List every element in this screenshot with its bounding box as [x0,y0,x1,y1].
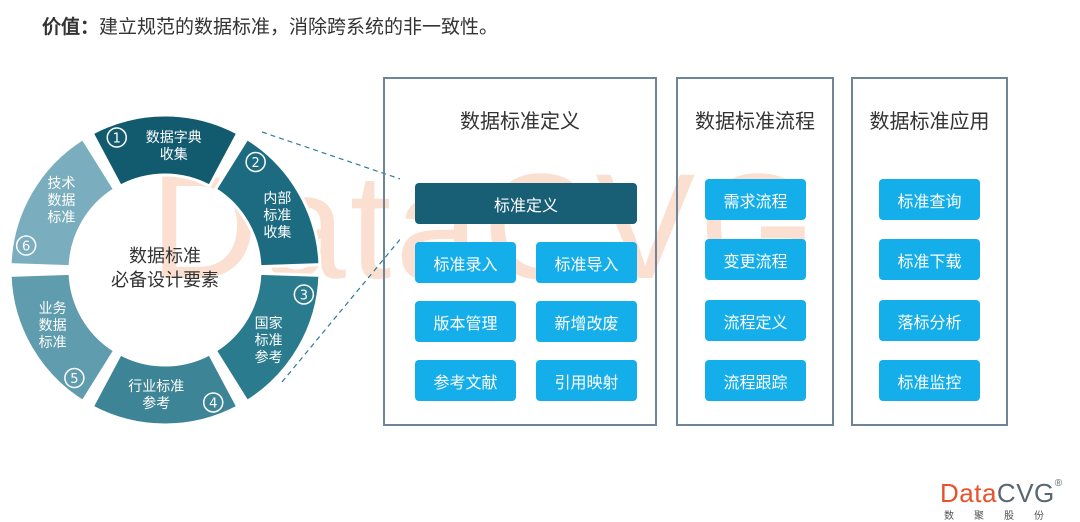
segment-label: 数据字典 [146,130,202,146]
header-text: 建立规范的数据标准，消除跨系统的非一致性。 [99,16,499,38]
page-header: 价值：建立规范的数据标准，消除跨系统的非一致性。 [42,12,498,39]
segment-number: 3 [300,288,308,303]
standard-monitoring-button[interactable]: 标准监控 [879,360,980,401]
segment-label: 标准 [47,210,75,226]
segment-label: 业务 [39,301,67,317]
segment-number-circle [245,151,266,173]
panel-process: 数据标准流程 需求流程 变更流程 流程定义 流程跟踪 [676,77,834,426]
segment-label: 技术 [47,176,75,192]
process-tracking-button[interactable]: 流程跟踪 [705,360,806,401]
panel-definition: 数据标准定义 标准定义 标准录入 标准导入 版本管理 新增改废 参考文献 引用映… [383,77,657,426]
logo-cvg-text: CVG [996,478,1055,508]
segment-number-circle [106,127,128,148]
add-modify-abolish-button[interactable]: 新增改废 [536,301,637,342]
segment-label: 标准 [39,335,67,351]
segment-number: 4 [209,396,217,411]
segment-label: 标准 [263,208,291,224]
segment-national-standard [213,271,322,403]
segment-label: 收集 [160,146,188,163]
standard-analysis-button[interactable]: 落标分析 [879,300,980,341]
segment-label: 行业标准 [128,379,184,395]
segment-technical-standard [8,137,117,269]
segment-number: 5 [70,372,78,387]
standard-download-button[interactable]: 标准下载 [879,239,980,280]
segment-number: 2 [251,156,259,171]
standard-entry-button[interactable]: 标准录入 [415,242,516,283]
panel-definition-title: 数据标准定义 [460,109,580,133]
request-process-button[interactable]: 需求流程 [705,179,806,220]
references-button[interactable]: 参考文献 [415,360,516,401]
panel-application-title: 数据标准应用 [869,109,990,133]
standard-query-button[interactable]: 标准查询 [879,179,980,220]
segment-number: 1 [113,132,121,147]
segment-business-standard [8,271,117,403]
segment-label: 数据 [47,193,75,209]
panel-process-title: 数据标准流程 [695,109,815,133]
panel-application: 数据标准应用 标准查询 标准下载 落标分析 标准监控 [851,77,1008,426]
segment-label: 参考 [255,349,283,366]
segment-data-dictionary [90,113,240,188]
header-label: 价值： [42,16,100,38]
cycle-center-label: 数据标准 [129,246,201,267]
logo-registered-mark: ® [1054,478,1063,489]
segment-industry-standard [90,352,240,427]
reference-mapping-button[interactable]: 引用映射 [536,360,637,401]
process-definition-button[interactable]: 流程定义 [705,300,806,341]
segment-label: 标准 [255,333,283,349]
cycle-center-label: 必备设计要素 [111,270,219,291]
segment-label: 数据 [39,318,67,334]
standard-import-button[interactable]: 标准导入 [536,242,637,283]
segment-label: 参考 [142,395,170,412]
version-management-button[interactable]: 版本管理 [415,301,516,342]
brand-logo: DataCVG® 数聚股份 [940,478,1064,522]
segment-number-circle [202,392,224,413]
segment-label: 国家 [255,315,283,332]
standard-definition-button[interactable]: 标准定义 [415,183,637,224]
logo-data-text: Data [940,478,997,508]
segment-label: 内部 [263,191,291,207]
segment-internal-standard [213,137,322,269]
segment-number: 6 [22,240,30,255]
logo-subtitle: 数聚股份 [944,511,1064,522]
segment-number-circle [15,235,37,256]
segment-number-circle [293,284,315,305]
change-process-button[interactable]: 变更流程 [705,239,806,280]
segment-label: 收集 [263,224,291,241]
connector-line-bottom [281,238,400,383]
segment-number-circle [64,367,85,389]
